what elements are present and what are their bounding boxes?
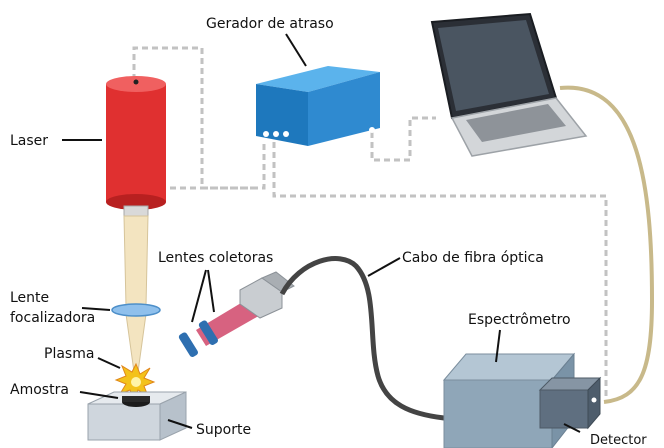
detector-front [539, 389, 589, 429]
label-collecting-lenses: Lentes coletoras [158, 250, 273, 266]
connector-4 [369, 127, 375, 133]
delay-generator [256, 66, 380, 146]
fiber-laptop-to-detector [559, 85, 655, 404]
support-stage [87, 391, 187, 441]
laptop [430, 12, 588, 157]
detector-port [591, 397, 597, 403]
leader-spectrometer [495, 329, 501, 363]
label-sample: Amostra [10, 382, 69, 398]
laser-port [133, 79, 139, 85]
label-laser: Laser [10, 133, 48, 149]
wire-generator-to-spectrometer [272, 142, 608, 398]
laser-body [106, 84, 166, 202]
collecting-lens-2 [198, 320, 218, 346]
label-support: Suporte [196, 422, 251, 438]
leader-collecting-lens-2 [207, 269, 215, 313]
label-delay-generator: Gerador de atraso [206, 16, 334, 32]
wire-generator-to-laptop [370, 116, 436, 162]
leader-sample [79, 391, 119, 399]
spectrometer-front [443, 379, 553, 448]
sample-body [122, 396, 150, 402]
laser [106, 76, 166, 217]
delay-generator-front [256, 84, 308, 146]
laser-nozzle [123, 205, 149, 217]
detector-side [587, 376, 601, 430]
leader-delay-generator [285, 33, 307, 67]
fiber-optic-cable [279, 256, 445, 421]
leader-lines [62, 33, 581, 433]
connector-1 [263, 131, 269, 137]
leader-focusing-lens [81, 307, 111, 311]
leader-detector [563, 423, 581, 433]
delay-generator-side [308, 72, 380, 146]
label-detector: Detector [590, 433, 647, 448]
connector-3 [283, 131, 289, 137]
collection-optics [178, 271, 295, 358]
leader-support [167, 419, 193, 429]
connector-2 [273, 131, 279, 137]
collecting-lens-1 [178, 332, 198, 358]
label-plasma: Plasma [44, 346, 94, 362]
leader-fiber-cable [367, 257, 401, 277]
laser-beam [123, 215, 149, 307]
label-fiber-cable: Cabo de fibra óptica [402, 250, 544, 266]
label-spectrometer: Espectrômetro [468, 312, 571, 328]
plasma-core [131, 377, 141, 387]
laser-bottom [106, 194, 166, 210]
label-focusing-lens-line1: Lente [10, 290, 49, 306]
support-side [159, 391, 187, 441]
wire-laser-to-generator [132, 46, 266, 190]
detector [538, 376, 602, 430]
signal-wires [132, 46, 608, 398]
label-focusing-lens-line2: focalizadora [10, 310, 95, 326]
focusing-lens [111, 303, 161, 317]
spectrometer-top [442, 353, 576, 381]
laptop-keyboard [466, 104, 566, 142]
laptop-screen [438, 20, 549, 111]
leader-plasma [97, 357, 121, 369]
delay-generator-top [256, 66, 380, 92]
leader-collecting-lens-1 [191, 269, 207, 323]
support-front [87, 403, 161, 441]
